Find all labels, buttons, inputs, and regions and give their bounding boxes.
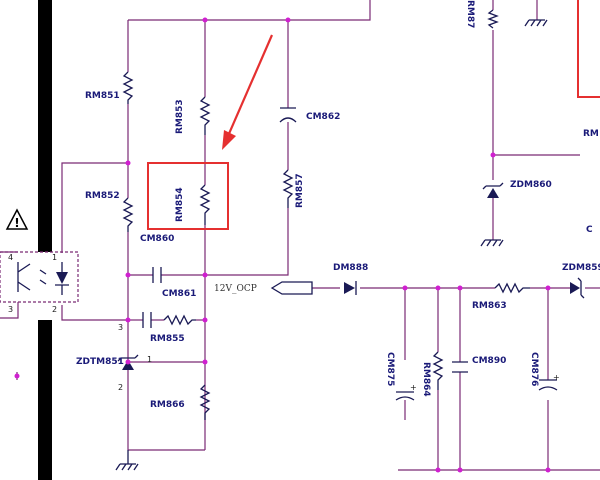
label-zdtm851: ZDTM851 (76, 357, 124, 367)
resistor-rm852 (122, 197, 134, 232)
capacitor-cm855 (142, 312, 152, 328)
diode-dm888 (344, 281, 357, 295)
highlight-arrow (222, 34, 274, 150)
label-cm890: CM890 (472, 356, 506, 366)
diode-zdtm851 (117, 354, 139, 370)
label-cm861: CM861 (162, 289, 196, 299)
resistors (122, 9, 530, 420)
pin-numbers: 4 3 1 2 1 2 3 (8, 253, 152, 392)
label-cm862: CM862 (306, 112, 340, 122)
label-rm854: RM854 (175, 187, 185, 222)
cm875-polarity: + (410, 383, 417, 392)
capacitor-cm876 (538, 379, 558, 391)
pin-zener-1: 1 (147, 355, 152, 364)
capacitor-cm862 (279, 107, 297, 123)
resistor-rm866 (199, 384, 211, 420)
cm876-polarity: + (553, 373, 560, 382)
resistor-rm854 (199, 184, 211, 225)
diode-zdm860 (482, 182, 504, 198)
pin-zener-2: 2 (118, 383, 123, 392)
label-cm860: CM860 (140, 234, 174, 244)
resistor-rm851 (122, 71, 134, 104)
label-zdm860: ZDM860 (510, 180, 552, 190)
ground-symbols (115, 19, 548, 471)
pin-opto-1: 1 (52, 253, 57, 262)
capacitor-cm875 (395, 391, 415, 401)
junctions (14, 17, 551, 473)
resistor-rm855 (163, 314, 196, 326)
highlight-box-rm854 (147, 162, 229, 230)
label-rm-right: RM (583, 129, 599, 139)
resistor-rm857 (282, 169, 294, 208)
capacitor-cm861 (152, 267, 162, 283)
label-rm851: RM851 (85, 91, 120, 101)
resistor-rm853 (199, 96, 211, 135)
net-label-12v-ocp: 12V_OCP (214, 284, 257, 294)
label-rm866: RM866 (150, 400, 185, 410)
highlight-frame-right (577, 0, 600, 98)
label-rm855: RM855 (150, 334, 185, 344)
resistor-rm864 (432, 351, 444, 390)
resistor-rm87x (487, 9, 499, 29)
component-labels: RM851 RM852 RM853 RM854 RM857 CM862 CM86… (76, 0, 600, 410)
pin-zener-3: 3 (118, 323, 123, 332)
label-cm875: CM875 (385, 352, 395, 386)
transformer-core (38, 0, 52, 480)
label-c-right: C (586, 225, 593, 235)
capacitors (142, 107, 558, 401)
diodes (117, 182, 585, 370)
resistor-rm863 (494, 282, 530, 294)
ground-icon (524, 19, 548, 27)
label-rm863: RM863 (472, 301, 507, 311)
pin-opto-2: 2 (52, 305, 57, 314)
label-rm864: RM864 (421, 362, 431, 397)
label-rm853: RM853 (175, 99, 185, 134)
pin-opto-4: 4 (8, 253, 13, 262)
label-rm857: RM857 (295, 173, 305, 208)
warning-icon: ! (5, 208, 29, 230)
pin-opto-3: 3 (8, 305, 13, 314)
svg-text:!: ! (14, 216, 19, 230)
ground-icon (480, 239, 504, 247)
label-zdm859: ZDM859 (562, 263, 600, 273)
net-port-12v-ocp (270, 281, 313, 295)
ground-icon (115, 450, 139, 471)
label-rm87x: RM87 (465, 0, 475, 28)
capacitor-cm890 (452, 361, 468, 373)
label-cm876: CM876 (529, 352, 539, 386)
label-rm852: RM852 (85, 191, 120, 201)
label-dm888: DM888 (333, 263, 368, 273)
optocoupler (0, 251, 79, 303)
diode-zdm859 (570, 277, 585, 299)
